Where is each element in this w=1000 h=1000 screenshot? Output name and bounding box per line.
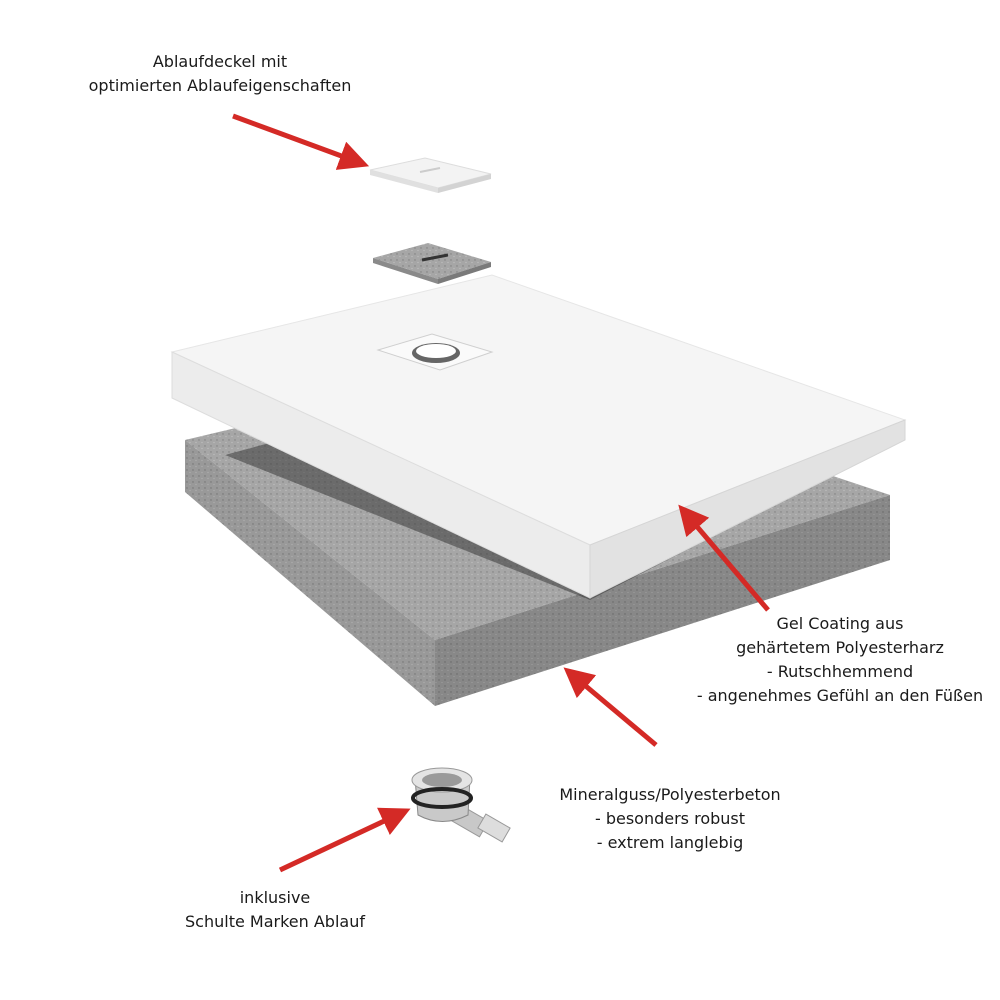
- drain-fitting: [411, 767, 511, 843]
- label-line: optimierten Ablaufeigenschaften: [88, 76, 352, 95]
- label-line: - Rutschhemmend: [766, 662, 914, 681]
- label-line: - angenehmes Gefühl an den Füßen: [696, 686, 984, 705]
- label-line: gehärtetem Polyesterharz: [736, 638, 944, 657]
- label-line: Mineralguss/Polyesterbeton: [559, 785, 781, 804]
- arrow-gel-coating: [678, 504, 770, 612]
- arrow-drain: [278, 807, 411, 873]
- label-mineral-cast: Mineralguss/Polyesterbeton - besonders r…: [545, 783, 795, 855]
- label-line: inklusive: [239, 888, 311, 907]
- label-line: Ablaufdeckel mit: [152, 52, 288, 71]
- label-line: - extrem langlebig: [596, 833, 744, 852]
- arrow-drain-cover: [232, 113, 370, 170]
- label-drain-cover: Ablaufdeckel mit optimierten Ablaufeigen…: [80, 50, 360, 98]
- drain-plate: [373, 243, 491, 284]
- label-drain: inklusive Schulte Marken Ablauf: [160, 886, 390, 934]
- label-line: Schulte Marken Ablauf: [185, 912, 365, 931]
- label-line: Gel Coating aus: [776, 614, 904, 633]
- label-line: - besonders robust: [594, 809, 746, 828]
- arrow-mineral-cast: [563, 667, 658, 747]
- shower-tray: [170, 274, 907, 600]
- drain-cover: [369, 157, 492, 193]
- label-gel-coating: Gel Coating aus gehärtetem Polyesterharz…: [680, 612, 1000, 708]
